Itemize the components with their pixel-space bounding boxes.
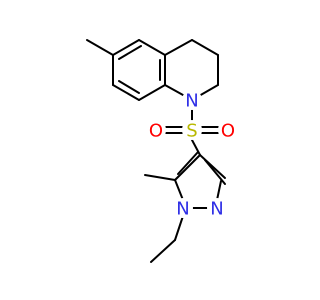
bond-n1-ch2 [174, 215, 184, 241]
atom-n1-pyrazole: N [173, 198, 193, 220]
bond-double-c7-c8 [118, 80, 140, 94]
atom-o-left-label: O [149, 121, 163, 142]
atom-n-ring: N [182, 90, 202, 112]
bond-c5-c4 [174, 154, 201, 181]
atom-s-label: S [186, 121, 197, 142]
bond-c4-c3 [199, 154, 226, 179]
atom-n1-pyrazole-label: N [176, 199, 189, 220]
bond-lines [86, 39, 226, 263]
bond-ch2-ch3 [150, 239, 176, 263]
bond-c7-c8 [112, 84, 140, 101]
bond-c4a-c5 [138, 39, 166, 56]
bond-c3-c4 [191, 39, 219, 56]
atom-n2-pyrazole-label: N [210, 199, 223, 220]
bond-c3-n2 [216, 180, 222, 201]
atom-o-left: O [146, 120, 166, 142]
molecule-structure: N S O O N N [86, 39, 238, 263]
bond-c5-c6 [112, 39, 140, 56]
bond-c6-methyl [86, 39, 114, 56]
bond-double-c5-c6 [118, 45, 142, 60]
bond-c4-c4a [164, 39, 193, 56]
bond-c8-c8a [138, 84, 166, 101]
atom-o-right-label: O [221, 121, 235, 142]
atom-n2-pyrazole: N [207, 198, 227, 220]
atom-o-right: O [218, 120, 238, 142]
bond-double-c5-c4 [177, 151, 199, 175]
bond-c5-methyl [144, 174, 176, 181]
atom-s: S [182, 120, 202, 142]
atom-n-ring-label: N [185, 91, 198, 112]
bond-double-c4-c3 [204, 159, 226, 185]
bond-n1-c5 [174, 179, 184, 201]
